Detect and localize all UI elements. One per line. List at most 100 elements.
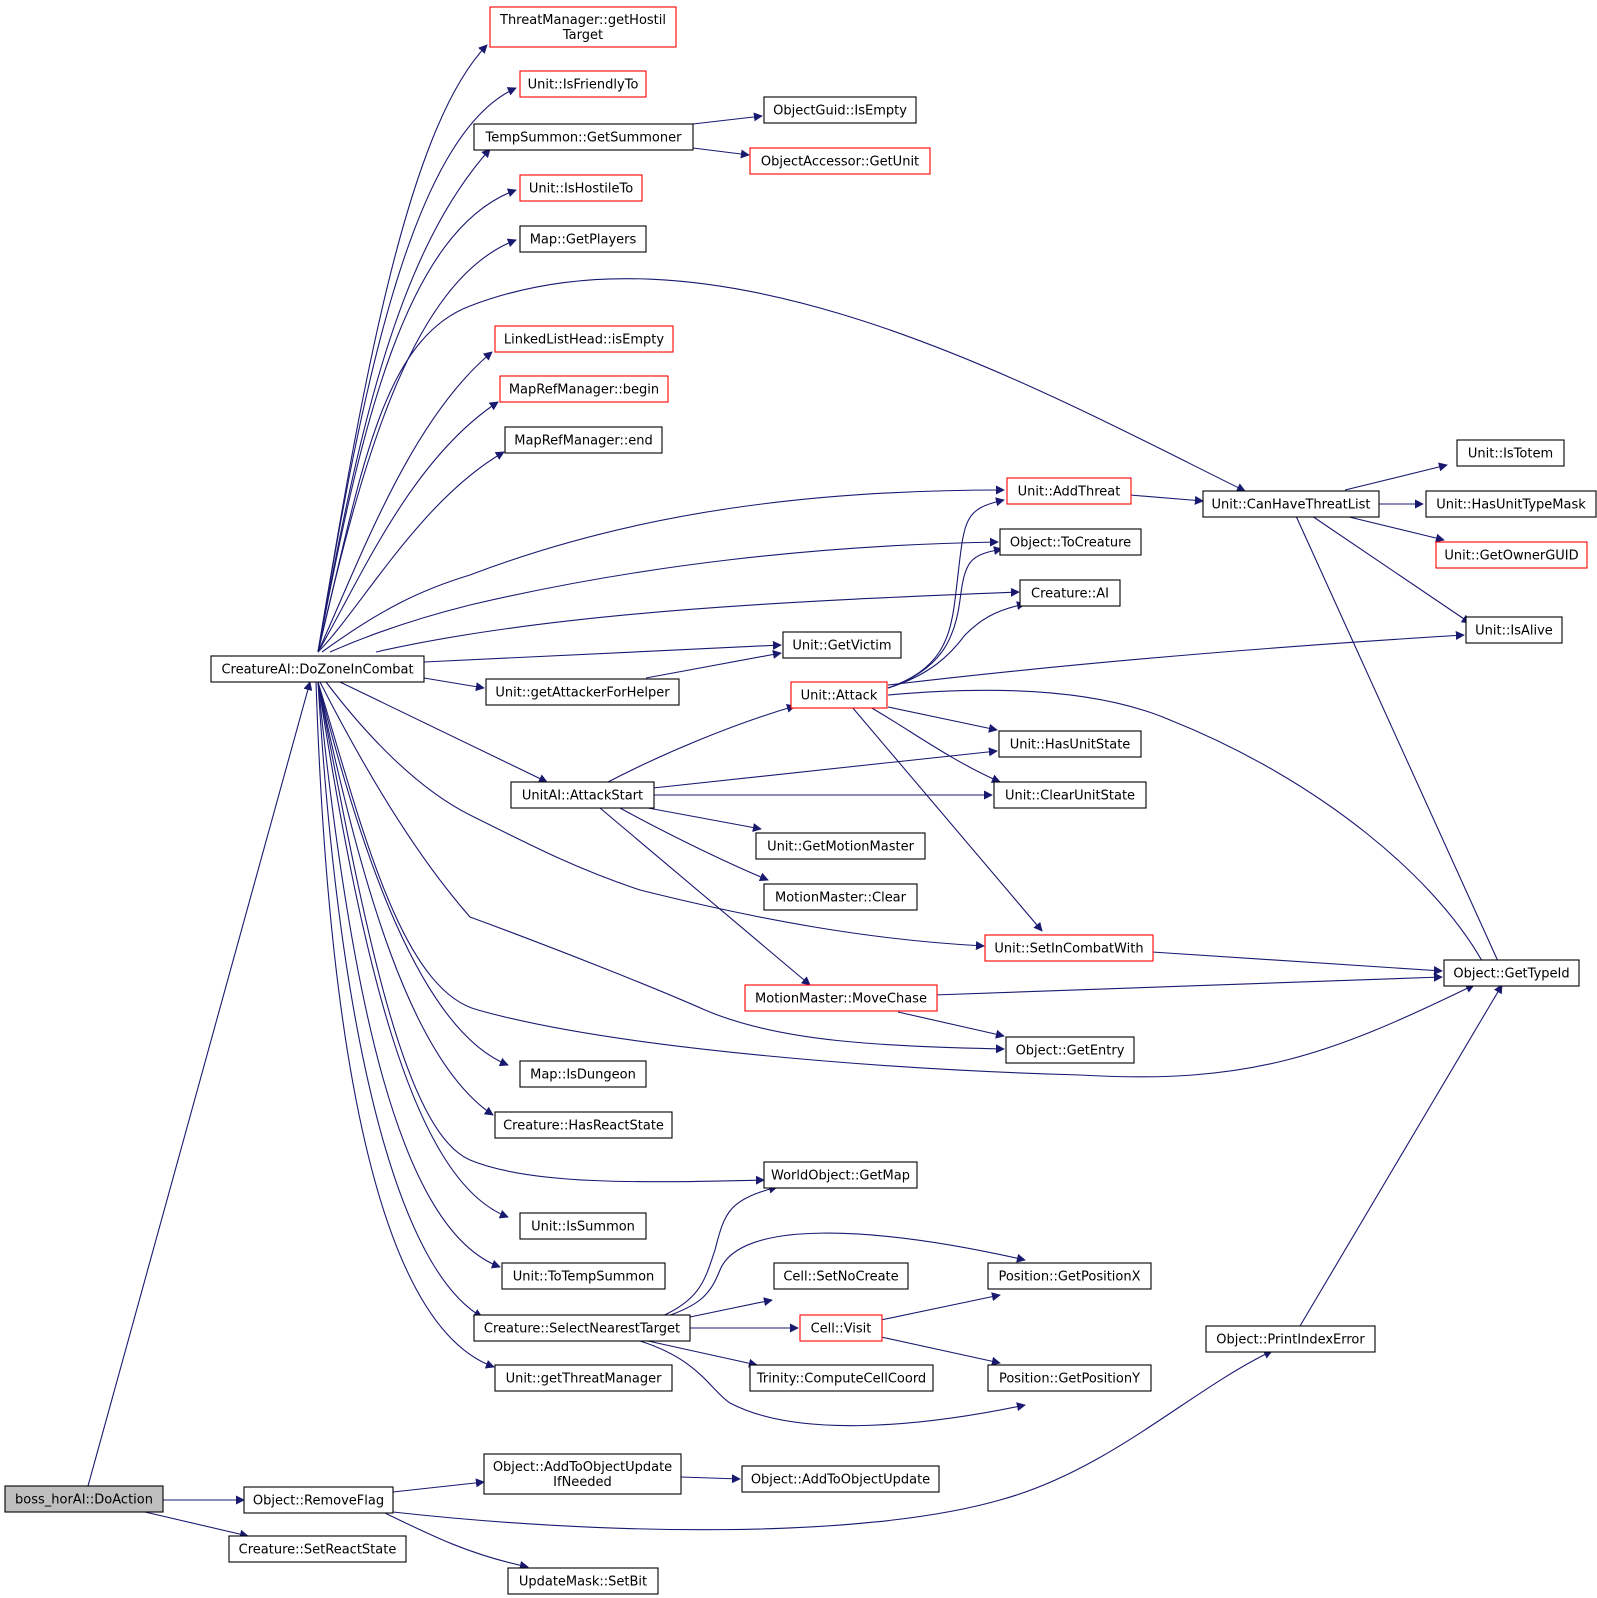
node-getownerguid[interactable]: Unit::GetOwnerGUID bbox=[1435, 541, 1588, 569]
edge-attack-hasunitstate bbox=[887, 706, 998, 733]
node-getmotionmaster[interactable]: Unit::GetMotionMaster bbox=[755, 832, 926, 860]
node-box bbox=[1005, 1036, 1135, 1064]
node-addthreat[interactable]: Unit::AddThreat bbox=[1006, 477, 1132, 505]
node-label: Object::RemoveFlag bbox=[253, 1494, 384, 1509]
node-setincombatwith[interactable]: Unit::SetInCombatWith bbox=[984, 934, 1154, 962]
node-box bbox=[519, 225, 647, 253]
node-root[interactable]: boss_horAI::DoAction bbox=[4, 1485, 164, 1513]
call-nodes: boss_horAI::DoAction CreatureAI::DoZoneIn… bbox=[4, 6, 1597, 1595]
node-box bbox=[504, 426, 663, 454]
node-mm-clear[interactable]: MotionMaster::Clear bbox=[763, 883, 918, 911]
node-printindexerror[interactable]: Object::PrintIndexError bbox=[1205, 1325, 1376, 1353]
node-isfriendly[interactable]: Unit::IsFriendlyTo bbox=[519, 70, 647, 98]
node-label: MapRefManager::begin bbox=[509, 383, 659, 398]
node-getentry[interactable]: Object::GetEntry bbox=[1005, 1036, 1135, 1064]
node-getattackerhelper[interactable]: Unit::getAttackerForHelper bbox=[485, 678, 680, 706]
node-dozone[interactable]: CreatureAI::DoZoneInCombat bbox=[210, 655, 425, 683]
edge-getattacker-getvictim bbox=[645, 650, 782, 679]
node-guid-isempty[interactable]: ObjectGuid::IsEmpty bbox=[763, 96, 917, 124]
node-label: Creature::SelectNearestTarget bbox=[484, 1322, 680, 1337]
node-label: Unit::GetVictim bbox=[792, 639, 891, 654]
node-creature-ai[interactable]: Creature::AI bbox=[1019, 579, 1121, 607]
node-movechase[interactable]: MotionMaster::MoveChase bbox=[744, 984, 938, 1012]
node-ishostile[interactable]: Unit::IsHostileTo bbox=[519, 174, 643, 202]
node-label: Map::GetPlayers bbox=[530, 233, 637, 248]
edge-attack-isalive bbox=[887, 631, 1465, 686]
node-totempsummon[interactable]: Unit::ToTempSummon bbox=[501, 1262, 666, 1290]
node-attackstart[interactable]: UnitAI::AttackStart bbox=[510, 781, 655, 809]
node-box bbox=[763, 96, 917, 124]
edge-dozone-attackstart bbox=[339, 681, 548, 783]
edge-attack-creatureai bbox=[887, 601, 1026, 689]
node-hasunittypemask[interactable]: Unit::HasUnitTypeMask bbox=[1425, 490, 1597, 518]
node-box bbox=[4, 1485, 164, 1513]
node-gettypeid[interactable]: Object::GetTypeId bbox=[1443, 959, 1580, 987]
node-getthreatmgr[interactable]: Unit::getThreatManager bbox=[494, 1364, 673, 1392]
edge-ifneeded-addtoobjupdate bbox=[680, 1474, 741, 1484]
edge-attackstart-getmotionmaster bbox=[647, 807, 762, 832]
node-box bbox=[1205, 1325, 1376, 1353]
edge-select-getpositionx bbox=[664, 1232, 1026, 1318]
node-oa-getunit[interactable]: ObjectAccessor::GetUnit bbox=[749, 147, 931, 175]
node-box bbox=[790, 681, 888, 709]
edge-printindexerror-gettypeid bbox=[1299, 984, 1503, 1327]
node-setreactstate[interactable]: Creature::SetReactState bbox=[228, 1535, 407, 1563]
node-box bbox=[1006, 477, 1132, 505]
edge-dozone-getentry bbox=[319, 681, 1005, 1054]
edge-dozone-mrmend bbox=[317, 451, 505, 653]
node-getsummoner[interactable]: TempSummon::GetSummoner bbox=[473, 123, 694, 151]
node-hasunitstate[interactable]: Unit::HasUnitState bbox=[998, 730, 1142, 758]
node-box bbox=[1019, 579, 1121, 607]
edge-removeflag-printindexerror bbox=[392, 1350, 1273, 1531]
node-istotem[interactable]: Unit::IsTotem bbox=[1456, 439, 1565, 467]
node-label: Unit::GetMotionMaster bbox=[767, 840, 915, 855]
node-getpositionx[interactable]: Position::GetPositionX bbox=[987, 1262, 1152, 1290]
edge-dozone-setincombat bbox=[325, 681, 985, 951]
edge-attack-gettypeid bbox=[887, 689, 1488, 971]
edge-dozone-getvictim bbox=[423, 640, 782, 663]
node-box bbox=[1465, 616, 1563, 644]
node-llh-isempty[interactable]: LinkedListHead::isEmpty bbox=[494, 325, 674, 353]
node-cell-setnocreate[interactable]: Cell::SetNoCreate bbox=[773, 1262, 909, 1290]
node-box bbox=[749, 1364, 934, 1392]
node-mrm-begin[interactable]: MapRefManager::begin bbox=[499, 375, 669, 403]
node-computecell[interactable]: Trinity::ComputeCellCoord bbox=[749, 1364, 934, 1392]
node-label: ObjectGuid::IsEmpty bbox=[773, 104, 907, 119]
node-updatemask-setbit[interactable]: UpdateMask::SetBit bbox=[507, 1567, 659, 1595]
node-label: Object::GetEntry bbox=[1016, 1044, 1125, 1059]
node-isalive[interactable]: Unit::IsAlive bbox=[1465, 616, 1563, 644]
node-tocreature[interactable]: Object::ToCreature bbox=[999, 528, 1142, 556]
node-clearunitstate[interactable]: Unit::ClearUnitState bbox=[993, 781, 1147, 809]
node-addtoobjupdate[interactable]: Object::AddToObjectUpdate bbox=[741, 1465, 940, 1493]
node-label: Unit::ClearUnitState bbox=[1005, 789, 1135, 804]
node-getplayers[interactable]: Map::GetPlayers bbox=[519, 225, 647, 253]
node-isdungeon[interactable]: Map::IsDungeon bbox=[519, 1060, 647, 1088]
edge-dozone-isdungeon bbox=[317, 681, 509, 1067]
edge-dozone-getmap bbox=[317, 681, 765, 1185]
node-getpositiony[interactable]: Position::GetPositionY bbox=[987, 1364, 1152, 1392]
node-canhavethreatlist[interactable]: Unit::CanHaveThreatList bbox=[1202, 490, 1380, 518]
edge-visit-getpositiony bbox=[880, 1336, 1001, 1366]
node-wo-getmap[interactable]: WorldObject::GetMap bbox=[763, 1161, 918, 1189]
node-box bbox=[1425, 490, 1597, 518]
node-removeflag[interactable]: Object::RemoveFlag bbox=[243, 1486, 394, 1514]
node-box bbox=[755, 832, 926, 860]
node-getvictim[interactable]: Unit::GetVictim bbox=[782, 631, 902, 659]
node-label: LinkedListHead::isEmpty bbox=[504, 333, 664, 348]
node-cell-visit[interactable]: Cell::Visit bbox=[799, 1314, 883, 1342]
node-selectnearest[interactable]: Creature::SelectNearestTarget bbox=[473, 1314, 691, 1342]
node-box bbox=[485, 678, 680, 706]
node-mrm-end[interactable]: MapRefManager::end bbox=[504, 426, 663, 454]
node-unit-attack[interactable]: Unit::Attack bbox=[790, 681, 888, 709]
node-label: ThreatManager::getHostil bbox=[499, 13, 666, 28]
node-issummon[interactable]: Unit::IsSummon bbox=[519, 1212, 647, 1240]
node-box bbox=[999, 528, 1142, 556]
node-hasreactstate[interactable]: Creature::HasReactState bbox=[494, 1111, 673, 1139]
node-box bbox=[741, 1465, 940, 1493]
node-box bbox=[210, 655, 425, 683]
node-box bbox=[763, 1161, 918, 1189]
edge-root-setreactstate bbox=[144, 1511, 249, 1539]
node-box bbox=[494, 325, 674, 353]
